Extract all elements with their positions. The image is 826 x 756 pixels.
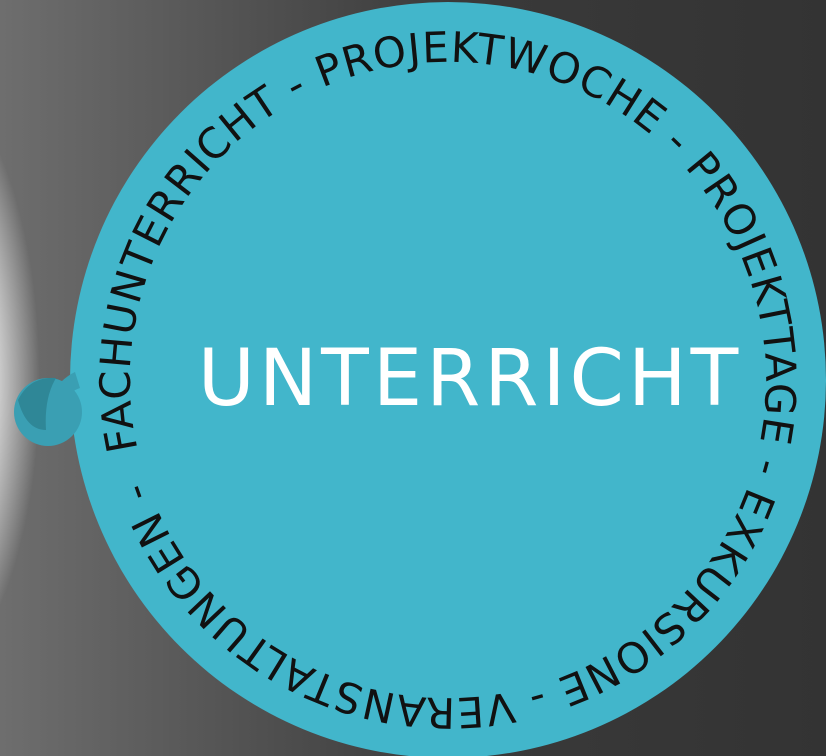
left-light-arc — [0, 152, 40, 608]
connector-tab — [14, 372, 82, 446]
main-circle — [70, 2, 826, 756]
center-label: UNTERRICHT — [198, 334, 743, 424]
connector-tab-shadow — [18, 377, 56, 430]
